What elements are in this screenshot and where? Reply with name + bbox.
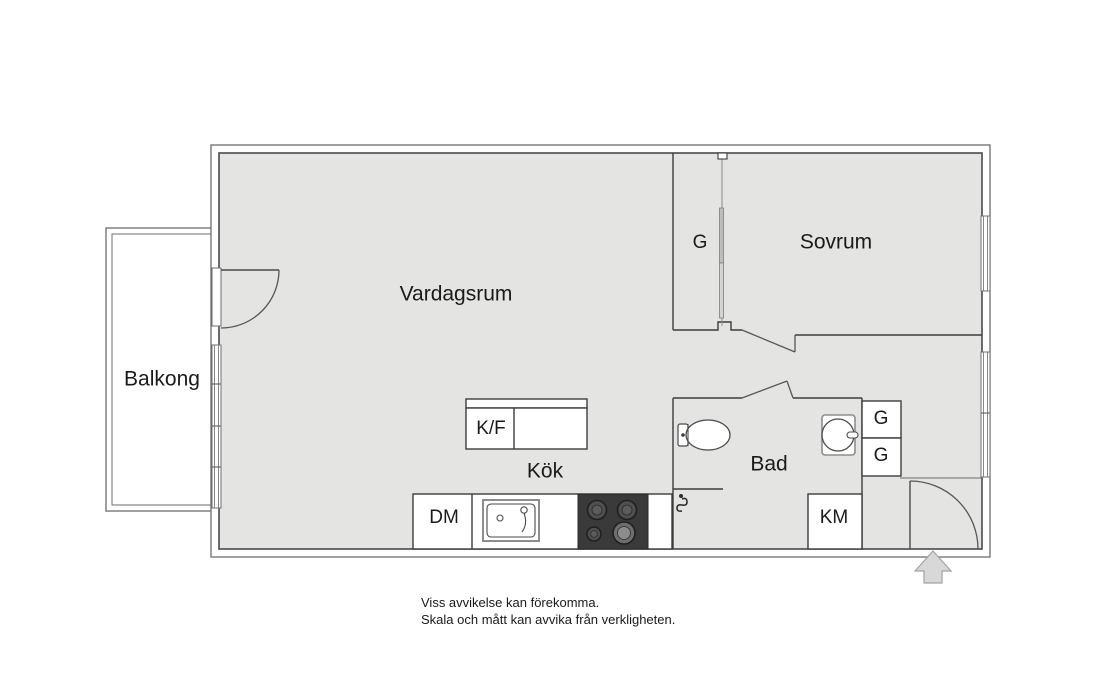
label-vardagsrum: Vardagsrum <box>400 283 513 306</box>
bath-door-leaf[interactable] <box>741 380 788 399</box>
closet-box-g-top[interactable] <box>861 400 902 439</box>
window-right-hall <box>980 351 991 478</box>
bedroom-closet-divider <box>717 152 728 326</box>
window-right-bedroom <box>980 215 991 292</box>
toilet-bowl <box>685 419 731 451</box>
radiator-coil <box>676 497 688 512</box>
toilet-icon <box>677 419 731 451</box>
balcony-door-swing-arc <box>220 269 280 329</box>
bathroom-fixtures <box>676 414 859 512</box>
balcony-area <box>105 227 217 512</box>
sink-drain <box>496 514 504 522</box>
note-line-2: Skala och mått kan avvika från verklighe… <box>421 612 675 627</box>
label-kf: K/F <box>476 418 506 439</box>
balcony-door-opening <box>211 267 222 327</box>
room-labels: Balkong Vardagsrum Kök Sovrum Bad <box>124 231 872 483</box>
sink-basin <box>486 503 536 538</box>
window-left-living <box>211 344 222 509</box>
bedroom-door-leaf[interactable] <box>741 329 796 353</box>
sink-faucet-base <box>520 506 528 514</box>
basin-faucet <box>846 431 859 439</box>
window-bedroom-frame <box>980 215 991 292</box>
kf-body <box>465 407 588 450</box>
radiator-icon <box>676 494 688 512</box>
interior-floor <box>218 152 983 550</box>
bath-door-jamb <box>786 380 794 399</box>
entrance-arrow-icon <box>913 550 953 584</box>
stove-cooktop-icon <box>577 493 649 550</box>
appliance-labels: K/F DM KM <box>429 418 848 528</box>
label-dm: DM <box>429 507 459 528</box>
window-hall-frame <box>980 351 991 478</box>
wall-bedroom-bottom-left <box>673 321 742 331</box>
label-g-bad-top: G <box>874 408 889 429</box>
entrance-door-swing-arc <box>909 480 979 550</box>
sink-faucet-spout <box>521 512 527 533</box>
entrance-arrow-shape <box>913 550 953 584</box>
closet-labels: G G G <box>693 232 889 466</box>
stove-body <box>577 493 649 550</box>
washing-machine-box[interactable] <box>807 493 863 550</box>
label-balkong: Balkong <box>124 368 200 391</box>
closet-box-g-bottom[interactable] <box>861 437 902 477</box>
label-g-bad-bottom: G <box>874 445 889 466</box>
label-sovrum: Sovrum <box>800 231 872 254</box>
closet-track-top-stop <box>717 152 728 160</box>
kitchen-sink-icon <box>482 499 540 542</box>
balcony-inner-outline <box>111 233 217 506</box>
stove-burner-3-inner <box>590 530 598 538</box>
fridge-freezer-unit[interactable] <box>465 398 588 450</box>
toilet-flush-button <box>681 433 685 437</box>
entrance-door[interactable] <box>909 480 979 550</box>
label-km: KM <box>820 507 849 528</box>
label-kok: Kök <box>527 460 564 483</box>
stove-burner-2-inner <box>621 504 633 516</box>
kitchen-units <box>412 398 673 550</box>
balcony-door[interactable] <box>211 267 280 329</box>
kf-top-strip <box>465 398 588 409</box>
radiator-valve <box>679 494 683 498</box>
windows <box>211 215 991 509</box>
label-g-sovrum: G <box>693 232 708 253</box>
doors <box>211 267 979 550</box>
stove-burner-4-inner <box>617 526 631 540</box>
label-bad: Bad <box>750 453 787 476</box>
stove-burner-1-inner <box>591 504 603 516</box>
closet-and-appliance-boxes <box>807 400 902 550</box>
apartment-envelope <box>210 144 991 558</box>
closet-sliding-panel-upper[interactable] <box>719 207 724 264</box>
disclaimer-notes: Viss avvikelse kan förekomma. Skala och … <box>421 595 675 627</box>
closet-sliding-panel-lower[interactable] <box>719 262 724 319</box>
note-line-1: Viss avvikelse kan förekomma. <box>421 595 599 610</box>
sink-basin-icon <box>821 414 859 456</box>
